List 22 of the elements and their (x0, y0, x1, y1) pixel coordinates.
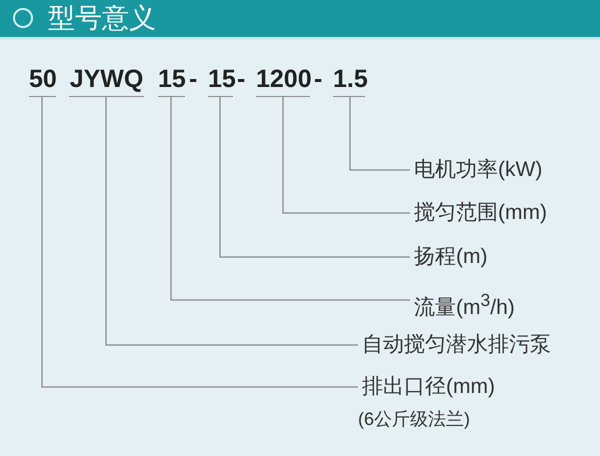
description-label: 电机功率(kW) (414, 155, 542, 185)
leader-line (41, 97, 358, 388)
hyphen: - (189, 64, 198, 94)
hyphen: - (314, 64, 322, 94)
code-segment: 1.5 (333, 64, 365, 97)
description-label: 自动搅匀潜水排污泵 (362, 330, 551, 360)
code-segment: 1200 (256, 64, 310, 97)
code-segment: 15 (158, 64, 185, 97)
leader-line (105, 97, 358, 346)
code-segment: 15 (208, 64, 233, 97)
code-segment: 50 (29, 64, 56, 97)
description-label: 搅匀范围(mm) (414, 198, 547, 228)
title: 型号意义 (48, 2, 156, 35)
description-label: 排出口径(mm) (362, 372, 495, 402)
leader-line (170, 97, 410, 301)
note-text: (6公斤级法兰) (358, 408, 470, 431)
code-segment: JYWQ (69, 64, 144, 97)
leader-line (349, 97, 410, 171)
hyphen: - (237, 64, 246, 94)
leader-line (219, 97, 410, 258)
leader-line (282, 97, 410, 214)
description-label: 扬程(m) (414, 242, 488, 272)
